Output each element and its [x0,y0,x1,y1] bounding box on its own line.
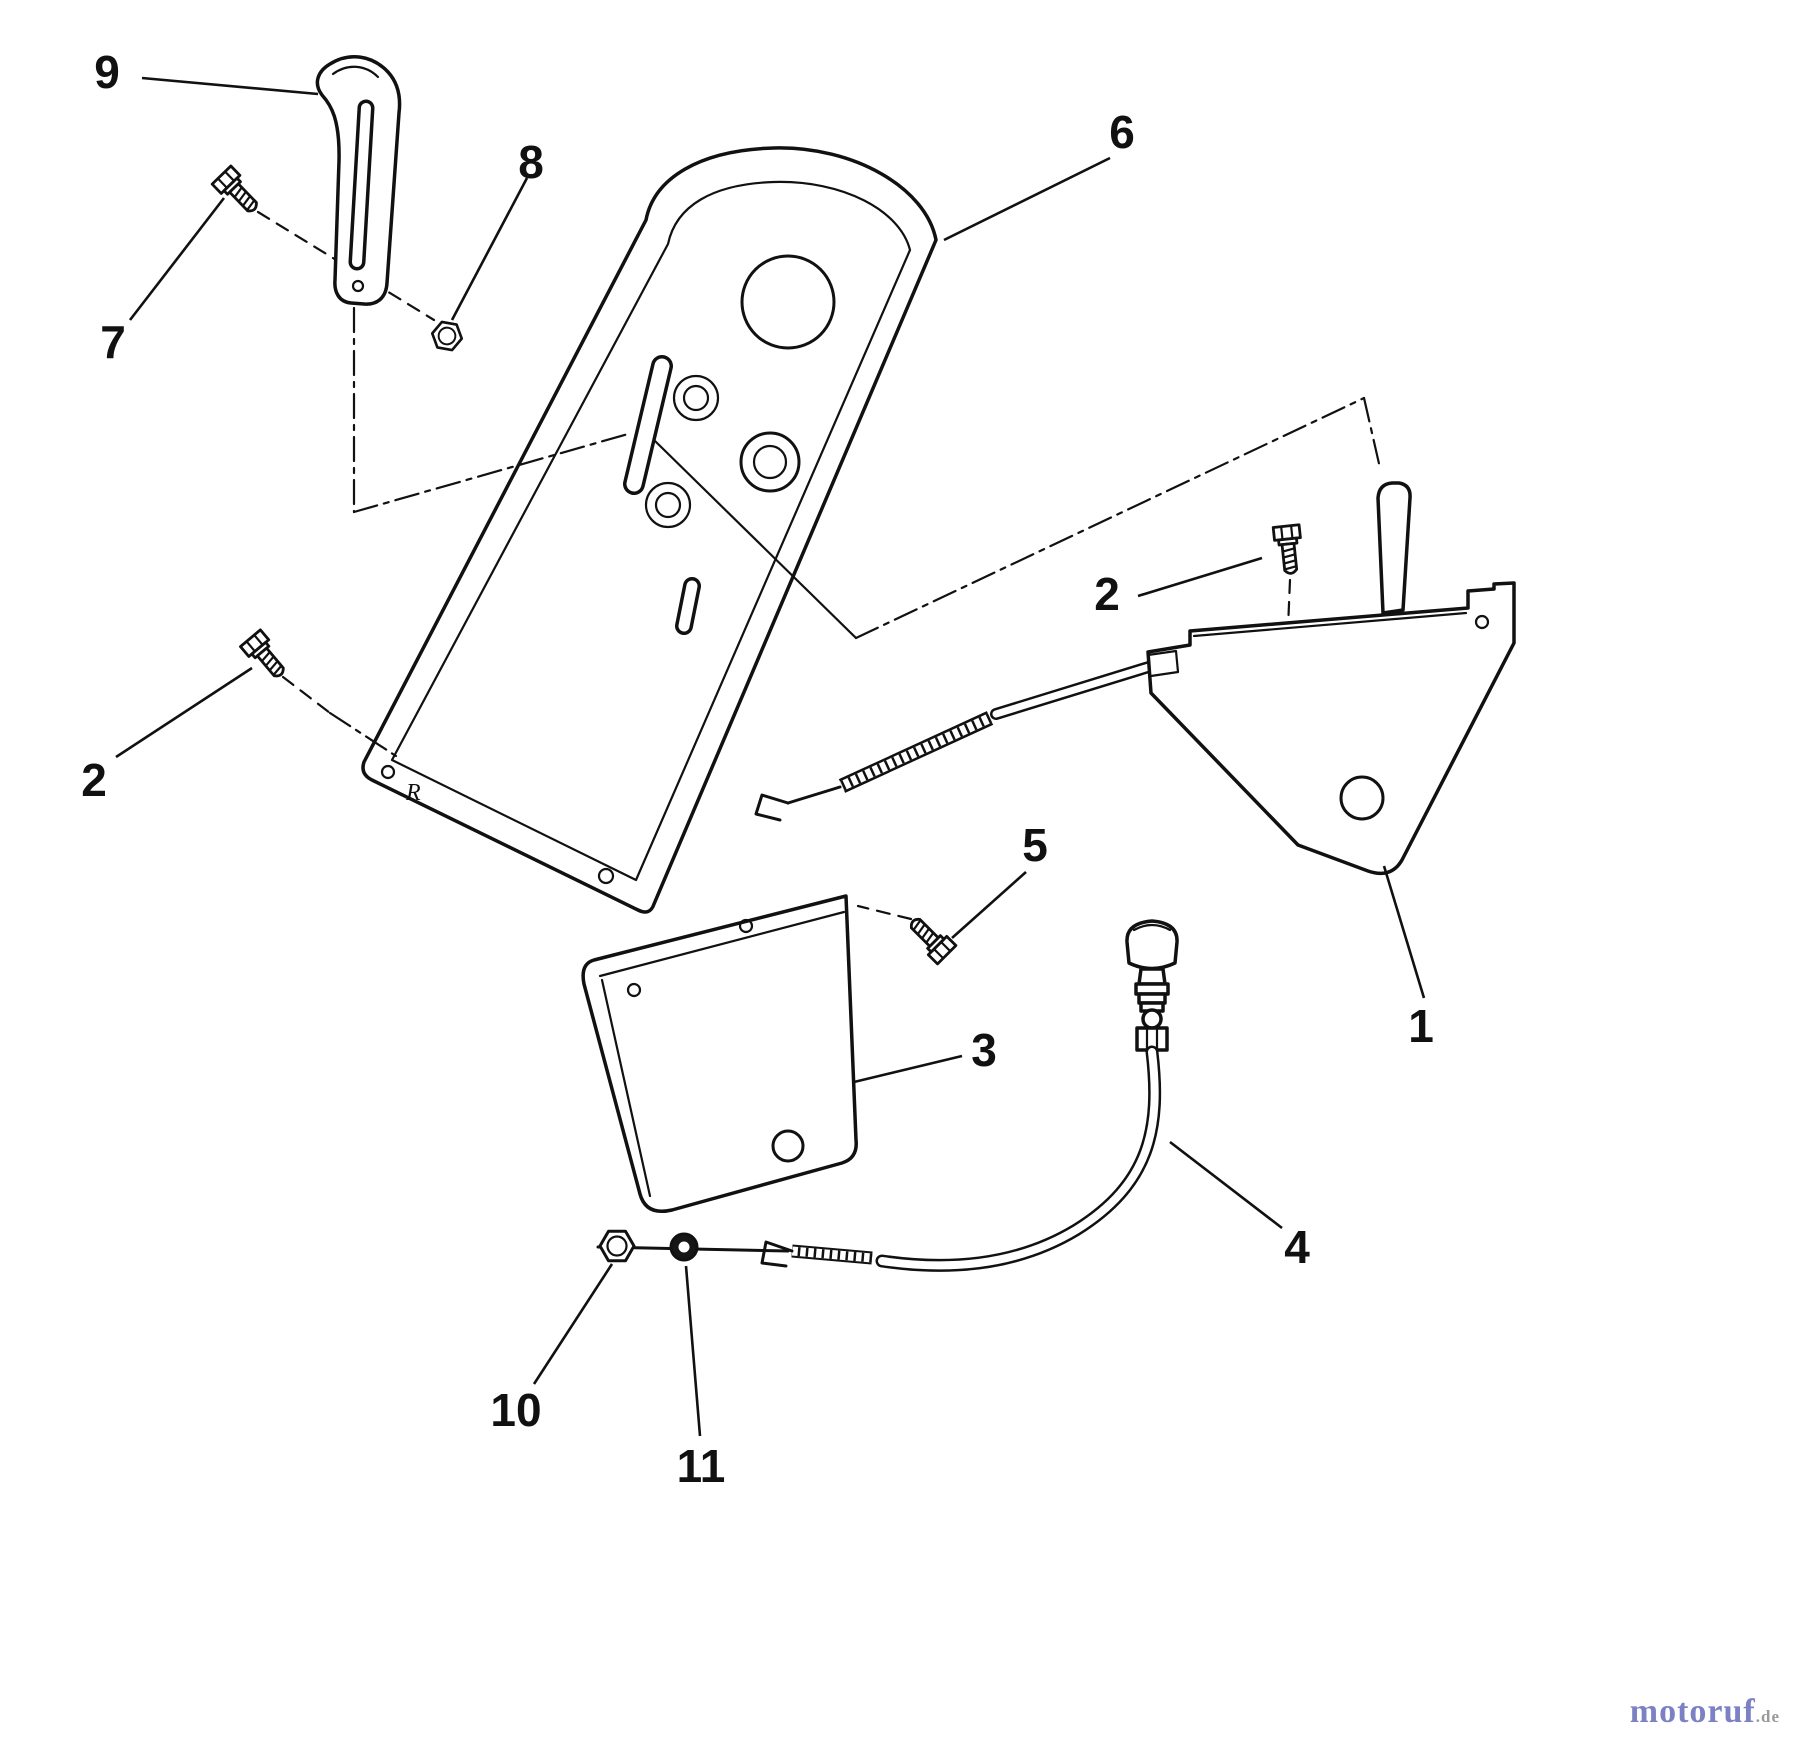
watermark-tld: .de [1755,1707,1780,1726]
construction-lines [256,210,1382,921]
part-9-handle-grip [315,55,402,306]
callout-label-3: 3 [971,1024,997,1076]
part-2-bolt-left [239,628,293,685]
callout-label-10: 10 [490,1384,541,1436]
callout-labels: 9 7 8 6 2 2 1 3 5 4 10 11 [81,46,1434,1492]
callout-label-11: 11 [677,1440,726,1492]
callout-leaders [115,76,1426,1437]
callout-label-2-right: 2 [1094,568,1120,620]
callout-label-9: 9 [94,46,120,98]
callout-label-4: 4 [1284,1221,1310,1273]
watermark-name: motoruf [1629,1693,1756,1730]
part-11-locknut [669,1232,699,1262]
part-6-console-panel: R [361,146,938,914]
part-2-bolt-right [1271,523,1306,577]
part-1-control-bracket [754,481,1516,876]
callout-label-7: 7 [100,316,126,368]
panel-mark: R [405,780,421,806]
part-8-nut [428,319,466,353]
part-3-mounting-plate [581,894,858,1213]
part-10-nut [598,1229,636,1263]
part-4-throttle-cable [596,919,1179,1272]
watermark-motoruf: motoruf.de [1630,1693,1780,1731]
callout-label-1: 1 [1408,1000,1434,1052]
callout-label-5: 5 [1022,819,1048,871]
callout-label-8: 8 [518,136,544,188]
callout-label-2-left: 2 [81,754,107,806]
callout-label-6: 6 [1109,106,1135,158]
part-7-bolt [210,164,266,220]
